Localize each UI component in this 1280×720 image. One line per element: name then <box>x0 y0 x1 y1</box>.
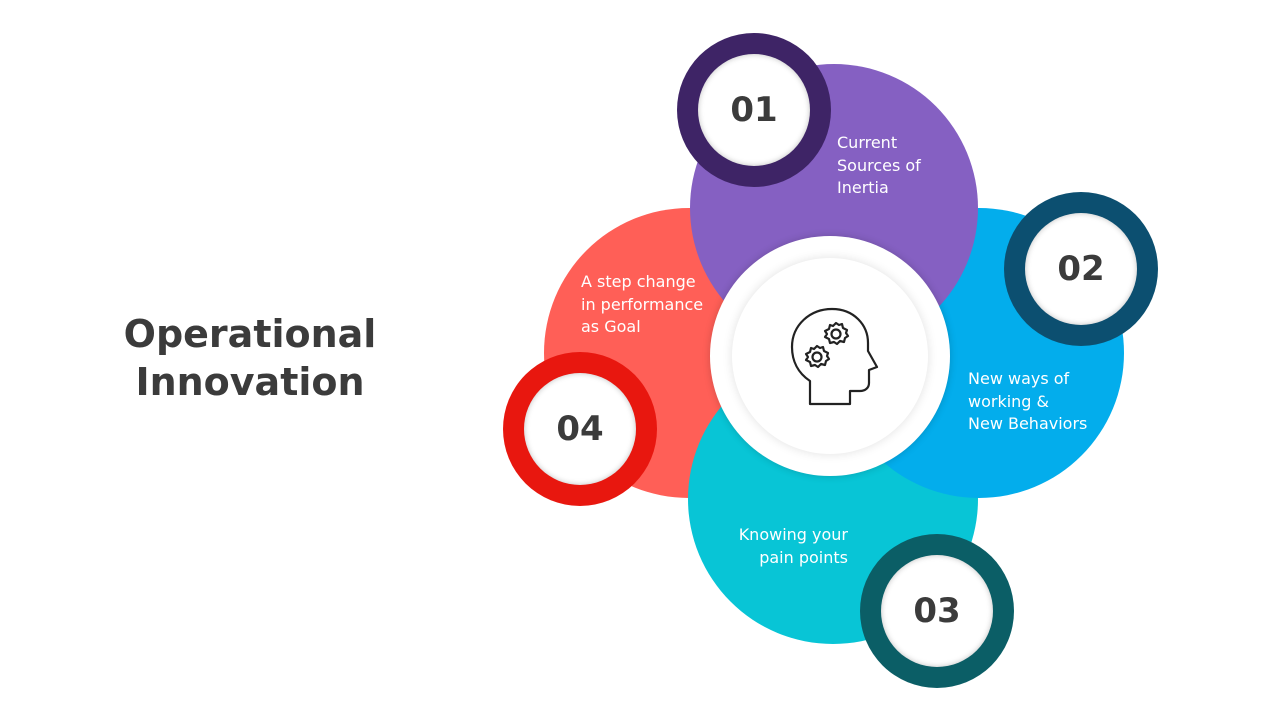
step-02-badge: 02 <box>1004 192 1158 346</box>
segment-03-text: Knowing your pain points <box>738 525 848 567</box>
head-gears-icon <box>790 307 879 406</box>
step-03-number: 03 <box>881 555 993 667</box>
segment-04-text: A step change in performance as Goal <box>581 272 704 336</box>
center-hub <box>710 236 950 476</box>
step-02-number: 02 <box>1025 213 1137 325</box>
slide-title: Operational Innovation <box>123 312 377 404</box>
step-04-badge: 04 <box>503 352 657 506</box>
step-01-number: 01 <box>698 54 810 166</box>
center-hub-inner <box>732 258 928 454</box>
step-04-number: 04 <box>524 373 636 485</box>
segment-01-text: Current Sources of Inertia <box>837 133 921 197</box>
step-01-badge: 01 <box>677 33 831 187</box>
step-03-badge: 03 <box>860 534 1014 688</box>
segment-02-text: New ways of working & New Behaviors <box>968 369 1088 433</box>
